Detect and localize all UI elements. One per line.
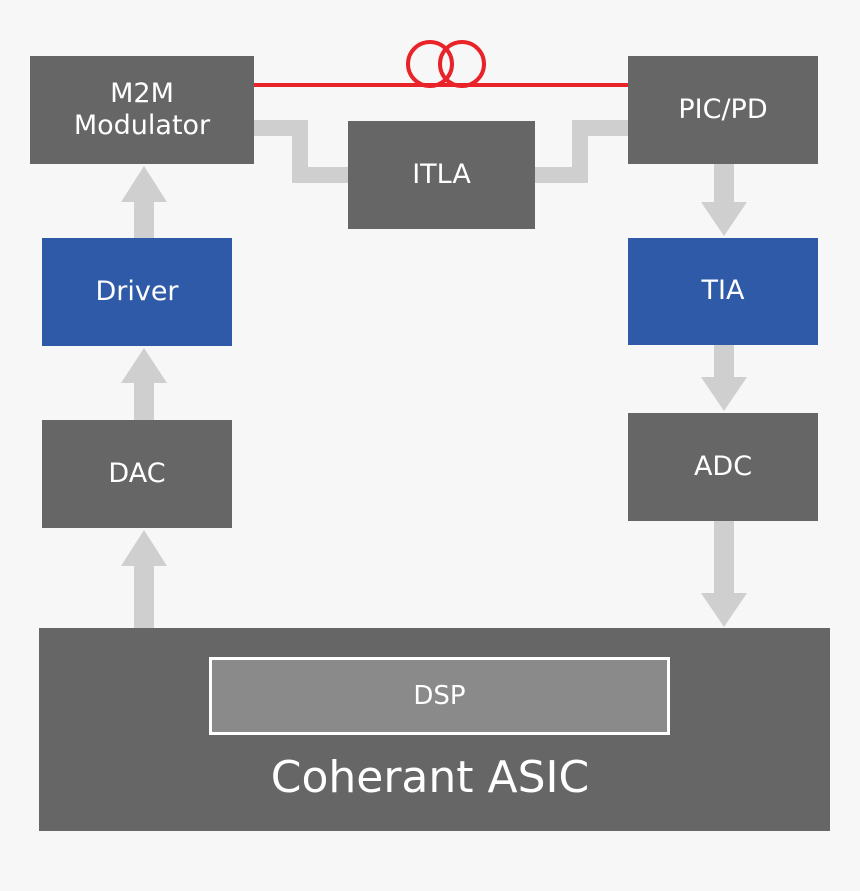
arrow-picpd-to-tia [701,164,747,236]
m2m-modulator-block: M2M Modulator [30,56,254,164]
arrow-asic-to-dac [121,530,167,628]
picpd-block: PIC/PD [628,56,818,164]
itla-label: ITLA [412,158,471,190]
driver-label: Driver [95,275,179,307]
asic-label: Coherant ASIC [270,752,590,803]
connector-itla-to-picpd [535,120,628,183]
adc-label: ADC [693,450,753,482]
m2m-label-line2: Modulator [73,110,211,141]
tia-label: TIA [701,275,745,307]
dsp-block: DSP [209,657,670,735]
m2m-label-line1: M2M [110,77,174,109]
dsp-label: DSP [413,681,466,711]
picpd-label: PIC/PD [678,93,768,125]
tia-block: TIA [628,238,818,345]
arrow-dac-to-driver [121,348,167,420]
fiber-coil-icon [406,40,486,88]
dac-label: DAC [108,457,166,489]
itla-block: ITLA [348,121,535,229]
connector-itla-to-m2m [254,120,348,183]
dac-block: DAC [42,420,232,528]
arrow-driver-to-m2m [121,166,167,238]
arrow-adc-to-asic [701,521,747,627]
driver-block: Driver [42,238,232,346]
adc-block: ADC [628,413,818,521]
arrow-tia-to-adc [701,345,747,411]
